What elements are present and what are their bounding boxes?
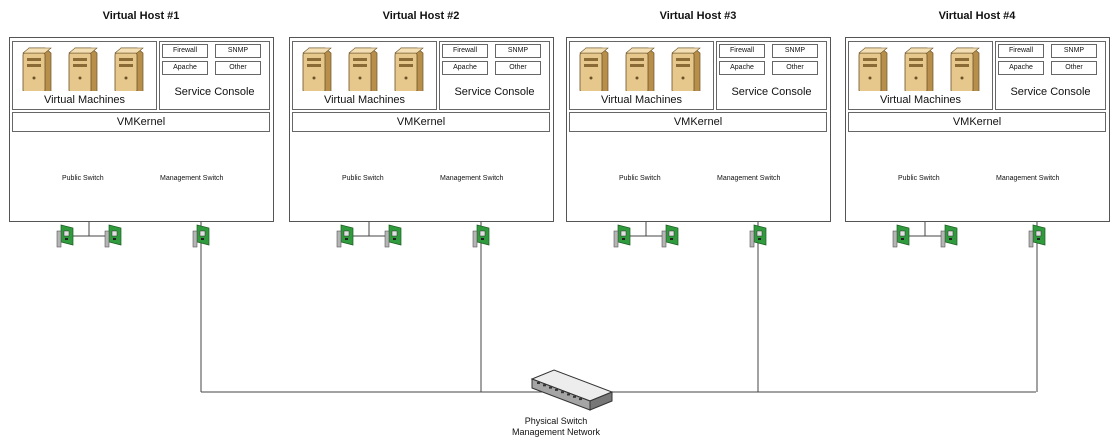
public-switch-label: Public Switch — [898, 175, 940, 182]
host-title: Virtual Host #1 — [102, 10, 180, 22]
server-icon — [671, 47, 701, 91]
virtual-machines-box: Virtual Machines — [292, 41, 437, 110]
service-other-box: Other — [772, 61, 818, 75]
physical-switch-label-line2: Management Network — [511, 427, 601, 437]
service-snmp-box: SNMP — [1051, 44, 1097, 58]
server-icon — [302, 47, 332, 91]
server-group — [302, 47, 424, 91]
physical-switch-label-line1: Physical Switch — [524, 416, 588, 426]
service-console-label: Service Console — [731, 86, 812, 98]
nic-card-icon — [336, 224, 354, 248]
nic-card-icon — [661, 224, 679, 248]
server-icon — [579, 47, 609, 91]
virtual-machines-label: Virtual Machines — [879, 94, 962, 106]
server-icon — [858, 47, 888, 91]
physical-switch-icon — [530, 369, 614, 411]
server-icon — [68, 47, 98, 91]
service-apache-box: Apache — [162, 61, 208, 75]
service-snmp-box: SNMP — [772, 44, 818, 58]
service-other-box: Other — [215, 61, 261, 75]
service-firewall-box: Firewall — [162, 44, 208, 58]
management-switch-label: Management Switch — [440, 175, 504, 182]
virtual-machines-label: Virtual Machines — [43, 94, 126, 106]
public-switch-label: Public Switch — [342, 175, 384, 182]
service-other-box: Other — [1051, 61, 1097, 75]
service-other-box: Other — [495, 61, 541, 75]
vmkernel-bar: VMKernel — [12, 112, 270, 132]
host-title: Virtual Host #2 — [382, 10, 460, 22]
physical-switch-label: Physical Switch Management Network — [456, 416, 656, 438]
server-icon — [348, 47, 378, 91]
virtual-machines-label: Virtual Machines — [600, 94, 683, 106]
nic-card-icon — [613, 224, 631, 248]
server-icon — [950, 47, 980, 91]
virtual-machines-box: Virtual Machines — [848, 41, 993, 110]
vmkernel-bar: VMKernel — [292, 112, 550, 132]
service-firewall-box: Firewall — [998, 44, 1044, 58]
host-title: Virtual Host #4 — [938, 10, 1016, 22]
service-apache-box: Apache — [998, 61, 1044, 75]
vmkernel-bar: VMKernel — [848, 112, 1106, 132]
management-switch-label: Management Switch — [160, 175, 224, 182]
server-group — [579, 47, 701, 91]
vmkernel-bar: VMKernel — [569, 112, 827, 132]
nic-card-icon — [192, 224, 210, 248]
service-firewall-box: Firewall — [442, 44, 488, 58]
management-switch-label: Management Switch — [996, 175, 1060, 182]
service-snmp-box: SNMP — [215, 44, 261, 58]
service-apache-box: Apache — [719, 61, 765, 75]
nic-card-icon — [940, 224, 958, 248]
nic-card-icon — [472, 224, 490, 248]
virtual-machines-box: Virtual Machines — [569, 41, 714, 110]
host-title: Virtual Host #3 — [659, 10, 737, 22]
management-switch-label: Management Switch — [717, 175, 781, 182]
nic-card-icon — [749, 224, 767, 248]
service-console-label: Service Console — [1010, 86, 1091, 98]
server-icon — [22, 47, 52, 91]
server-icon — [394, 47, 424, 91]
service-console-label: Service Console — [174, 86, 255, 98]
service-snmp-box: SNMP — [495, 44, 541, 58]
virtual-machines-box: Virtual Machines — [12, 41, 157, 110]
server-icon — [625, 47, 655, 91]
nic-card-icon — [1028, 224, 1046, 248]
service-apache-box: Apache — [442, 61, 488, 75]
server-group — [22, 47, 144, 91]
server-group — [858, 47, 980, 91]
virtual-machines-label: Virtual Machines — [323, 94, 406, 106]
service-console-label: Service Console — [454, 86, 535, 98]
nic-card-icon — [104, 224, 122, 248]
nic-card-icon — [384, 224, 402, 248]
public-switch-label: Public Switch — [62, 175, 104, 182]
service-firewall-box: Firewall — [719, 44, 765, 58]
nic-card-icon — [56, 224, 74, 248]
nic-card-icon — [892, 224, 910, 248]
public-switch-label: Public Switch — [619, 175, 661, 182]
server-icon — [904, 47, 934, 91]
server-icon — [114, 47, 144, 91]
